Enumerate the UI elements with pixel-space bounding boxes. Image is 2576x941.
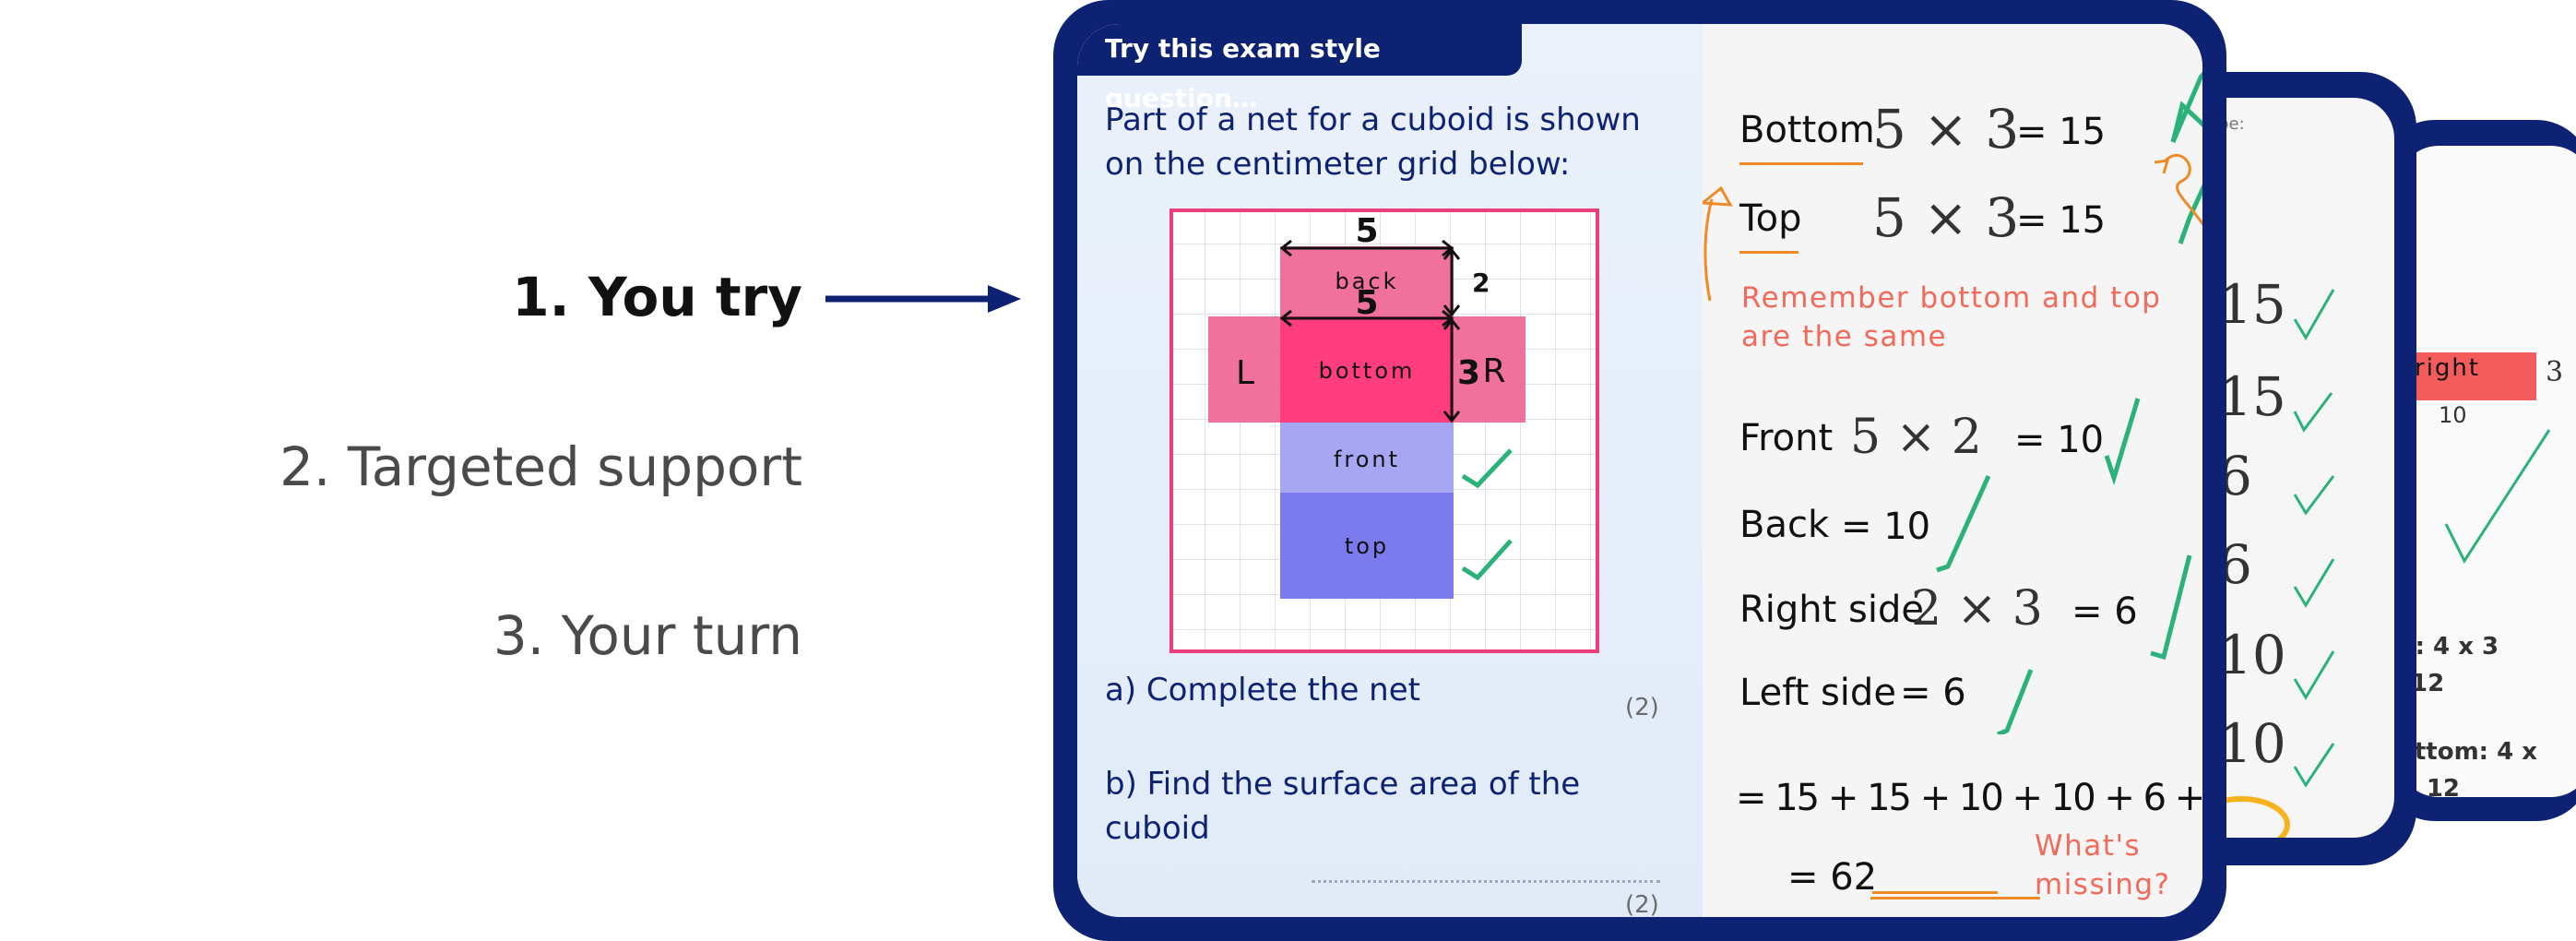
tick-icon: [2444, 429, 2551, 565]
bottom-working: ottom: 4 x: [2398, 738, 2538, 766]
label-top: Top: [1739, 197, 1802, 240]
question-panel: Try this exam style question… Part of a …: [1077, 24, 1703, 917]
underline-bottom: [1739, 162, 1863, 165]
working-ticks: [1936, 398, 2192, 734]
steps-list: 1. You try 2. Targeted support 3. Your t…: [0, 0, 802, 941]
part-a-marks: (2): [1625, 694, 1659, 721]
right-face-dim: 3: [2546, 356, 2564, 388]
result-right-side: = 6: [2071, 590, 2138, 633]
question-intro: Part of a net for a cuboid is shown on t…: [1105, 101, 1641, 183]
right-face: [2398, 352, 2536, 400]
cuboid-net-grid: back bottom front top L R 5 2 5 3: [1169, 208, 1599, 653]
result-front: = 10: [2014, 419, 2105, 461]
answer-line[interactable]: [1312, 880, 1660, 883]
annotation-marks: [1703, 71, 2202, 302]
question-tab: Try this exam style question…: [1077, 24, 1522, 113]
calc-right-side: 2 × 3: [1911, 581, 2043, 637]
label-front: Front: [1739, 417, 1834, 459]
result-left-side: = 6: [1900, 672, 1966, 714]
working-panel: Bottom 5 × 3 = 15 Top 5 × 3 = 15 Remembe…: [1703, 24, 2202, 917]
face-right: [1454, 316, 1525, 423]
note-same: Remember bottom and top are the same: [1741, 281, 2162, 353]
underline-top: [1739, 251, 1798, 254]
face-label-back: back: [1335, 268, 1398, 294]
top-value: 12: [2411, 670, 2445, 697]
face-left: [1208, 316, 1280, 423]
note-missing: What's missing?: [2035, 829, 2171, 901]
face-bottom: [1280, 316, 1454, 423]
label-bottom: Bottom: [1739, 109, 1875, 151]
bottom-dim: 10: [2439, 402, 2467, 428]
label-back: Back: [1739, 504, 1830, 546]
answer-blank-underline-2: [1872, 891, 1998, 894]
step-your-turn[interactable]: 3. Your turn: [493, 604, 802, 667]
step-you-try[interactable]: 1. You try: [512, 266, 802, 328]
dim-bottom-width: 5: [1355, 284, 1378, 322]
dim-back-height: 2: [1472, 268, 1490, 298]
part-b-marks: (2): [1625, 891, 1659, 917]
main-card-you-try: Try this exam style question… Part of a …: [1053, 0, 2226, 941]
result-top: = 15: [2016, 199, 2107, 242]
result-bottom: = 15: [2016, 111, 2107, 153]
face-label-right: R: [1482, 352, 1505, 390]
face-back: [1280, 246, 1454, 316]
face-label-top: top: [1345, 533, 1389, 559]
arrow-right-icon: [825, 285, 1021, 313]
calc-front: 5 × 2: [1850, 410, 1982, 465]
dim-bottom-height: 3: [1457, 354, 1480, 392]
face-label-left: L: [1236, 354, 1254, 392]
face-top: [1280, 493, 1454, 599]
calc-bottom: 5 × 3: [1872, 98, 2020, 161]
label-right-side: Right side: [1739, 589, 1924, 631]
face-label-bottom: bottom: [1319, 358, 1416, 384]
label-left-side: Left side: [1739, 672, 1896, 714]
card2-ticks: [2293, 289, 2335, 788]
dim-top-width: 5: [1355, 212, 1378, 250]
sum-line: = 15 + 15 + 10 + 10 + 6 + 6: [1736, 777, 2202, 819]
result-back: = 10: [1841, 506, 1931, 548]
answer-blank-underline: [1870, 897, 2040, 899]
step-targeted-support[interactable]: 2. Targeted support: [279, 435, 802, 498]
face-front: [1280, 423, 1454, 493]
part-a-text: a) Complete the net: [1105, 672, 1420, 709]
part-b-text: b) Find the surface area of the cuboid: [1105, 766, 1581, 847]
main-card-content: Try this exam style question… Part of a …: [1077, 24, 2202, 917]
face-label-front: front: [1334, 447, 1400, 472]
calc-top: 5 × 3: [1872, 186, 2020, 249]
total-line: = 62: [1787, 856, 1878, 899]
card3-content: right 3 10 p: 4 x 3 12 ottom: 4 x = 12: [2398, 146, 2576, 797]
right-face-label: right: [2415, 354, 2481, 382]
